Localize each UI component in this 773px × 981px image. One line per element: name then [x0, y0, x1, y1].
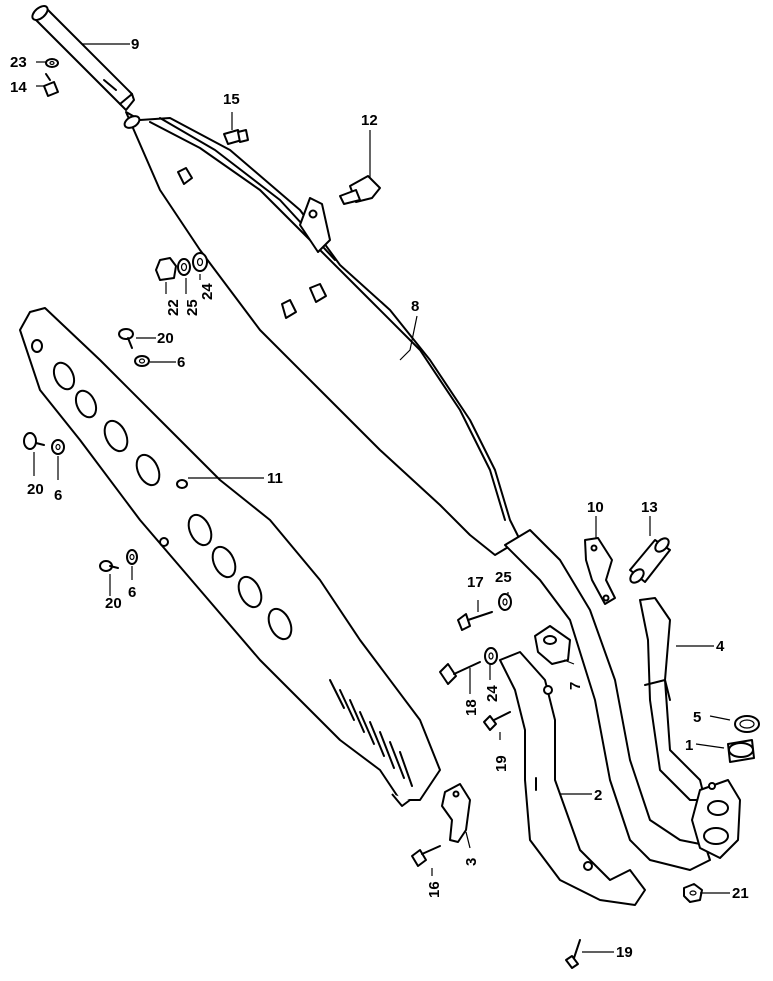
callout-20-b: 20	[27, 481, 44, 498]
callout-2: 2	[594, 787, 602, 804]
callout-24-b: 24	[484, 685, 501, 702]
callout-19-b: 19	[616, 944, 633, 961]
leader-lines	[33, 43, 731, 953]
callout-8: 8	[411, 298, 419, 315]
callout-13: 13	[641, 499, 658, 516]
callout-4: 4	[716, 638, 725, 655]
heat-shield	[19, 307, 441, 807]
washer-23	[45, 58, 59, 68]
cap-nut-22	[155, 257, 177, 281]
washer-25a	[177, 258, 191, 276]
callout-18: 18	[463, 699, 480, 716]
screw-20b	[23, 432, 45, 450]
callout-24-a: 24	[199, 283, 216, 300]
callout-1: 1	[685, 737, 693, 754]
callout-6-a: 6	[177, 354, 185, 371]
exhaust-flange	[691, 779, 741, 859]
bolt-19b	[565, 939, 581, 969]
stud-collar	[339, 175, 381, 205]
washer-25b	[498, 593, 512, 611]
nut-6c	[126, 549, 138, 565]
nut-6a	[134, 355, 150, 367]
bracket	[584, 537, 616, 605]
callout-6-b: 6	[54, 487, 62, 504]
callout-11: 11	[267, 470, 283, 487]
joint-collar	[727, 715, 760, 763]
washer-24a	[192, 252, 208, 272]
callout-19-a: 19	[493, 755, 510, 772]
screw-20a	[118, 328, 134, 349]
tail-pipe	[31, 5, 135, 111]
collar	[629, 537, 671, 584]
nut-21	[683, 883, 703, 903]
bolt-18	[439, 661, 481, 685]
callout-12: 12	[361, 112, 378, 129]
callout-3: 3	[463, 858, 480, 866]
callout-7: 7	[567, 682, 584, 690]
callout-20-a: 20	[157, 330, 174, 347]
callout-21: 21	[732, 885, 749, 902]
bolt-19a	[483, 711, 511, 731]
callout-23: 23	[10, 54, 27, 71]
bolt-15	[223, 129, 249, 145]
clamp	[441, 783, 471, 843]
callout-16: 16	[426, 881, 443, 898]
heat-shield-slots	[329, 679, 413, 787]
bolt-17	[457, 611, 493, 631]
bolt-16	[411, 845, 441, 867]
washer-24b	[484, 647, 498, 665]
callout-10: 10	[587, 499, 604, 516]
callout-6-c: 6	[128, 584, 136, 601]
screw-20c	[99, 560, 119, 572]
callout-20-c: 20	[105, 595, 122, 612]
callout-14: 14	[10, 79, 27, 96]
nut-6b	[51, 439, 65, 455]
callout-17: 17	[467, 574, 484, 591]
callout-25-a: 25	[184, 299, 201, 316]
callout-25-b: 25	[495, 569, 512, 586]
callout-22: 22	[165, 299, 182, 316]
muffler-body	[123, 111, 521, 556]
callout-labels: 9 23 14 15 12 22 25 24 20 6 8 20 6 11 10…	[10, 36, 749, 961]
exhaust-pipe	[499, 651, 646, 906]
callout-9: 9	[131, 36, 139, 53]
bolt-14	[43, 73, 59, 97]
rubber-mount	[534, 625, 571, 665]
callout-15: 15	[223, 91, 240, 108]
callout-5: 5	[693, 709, 701, 726]
